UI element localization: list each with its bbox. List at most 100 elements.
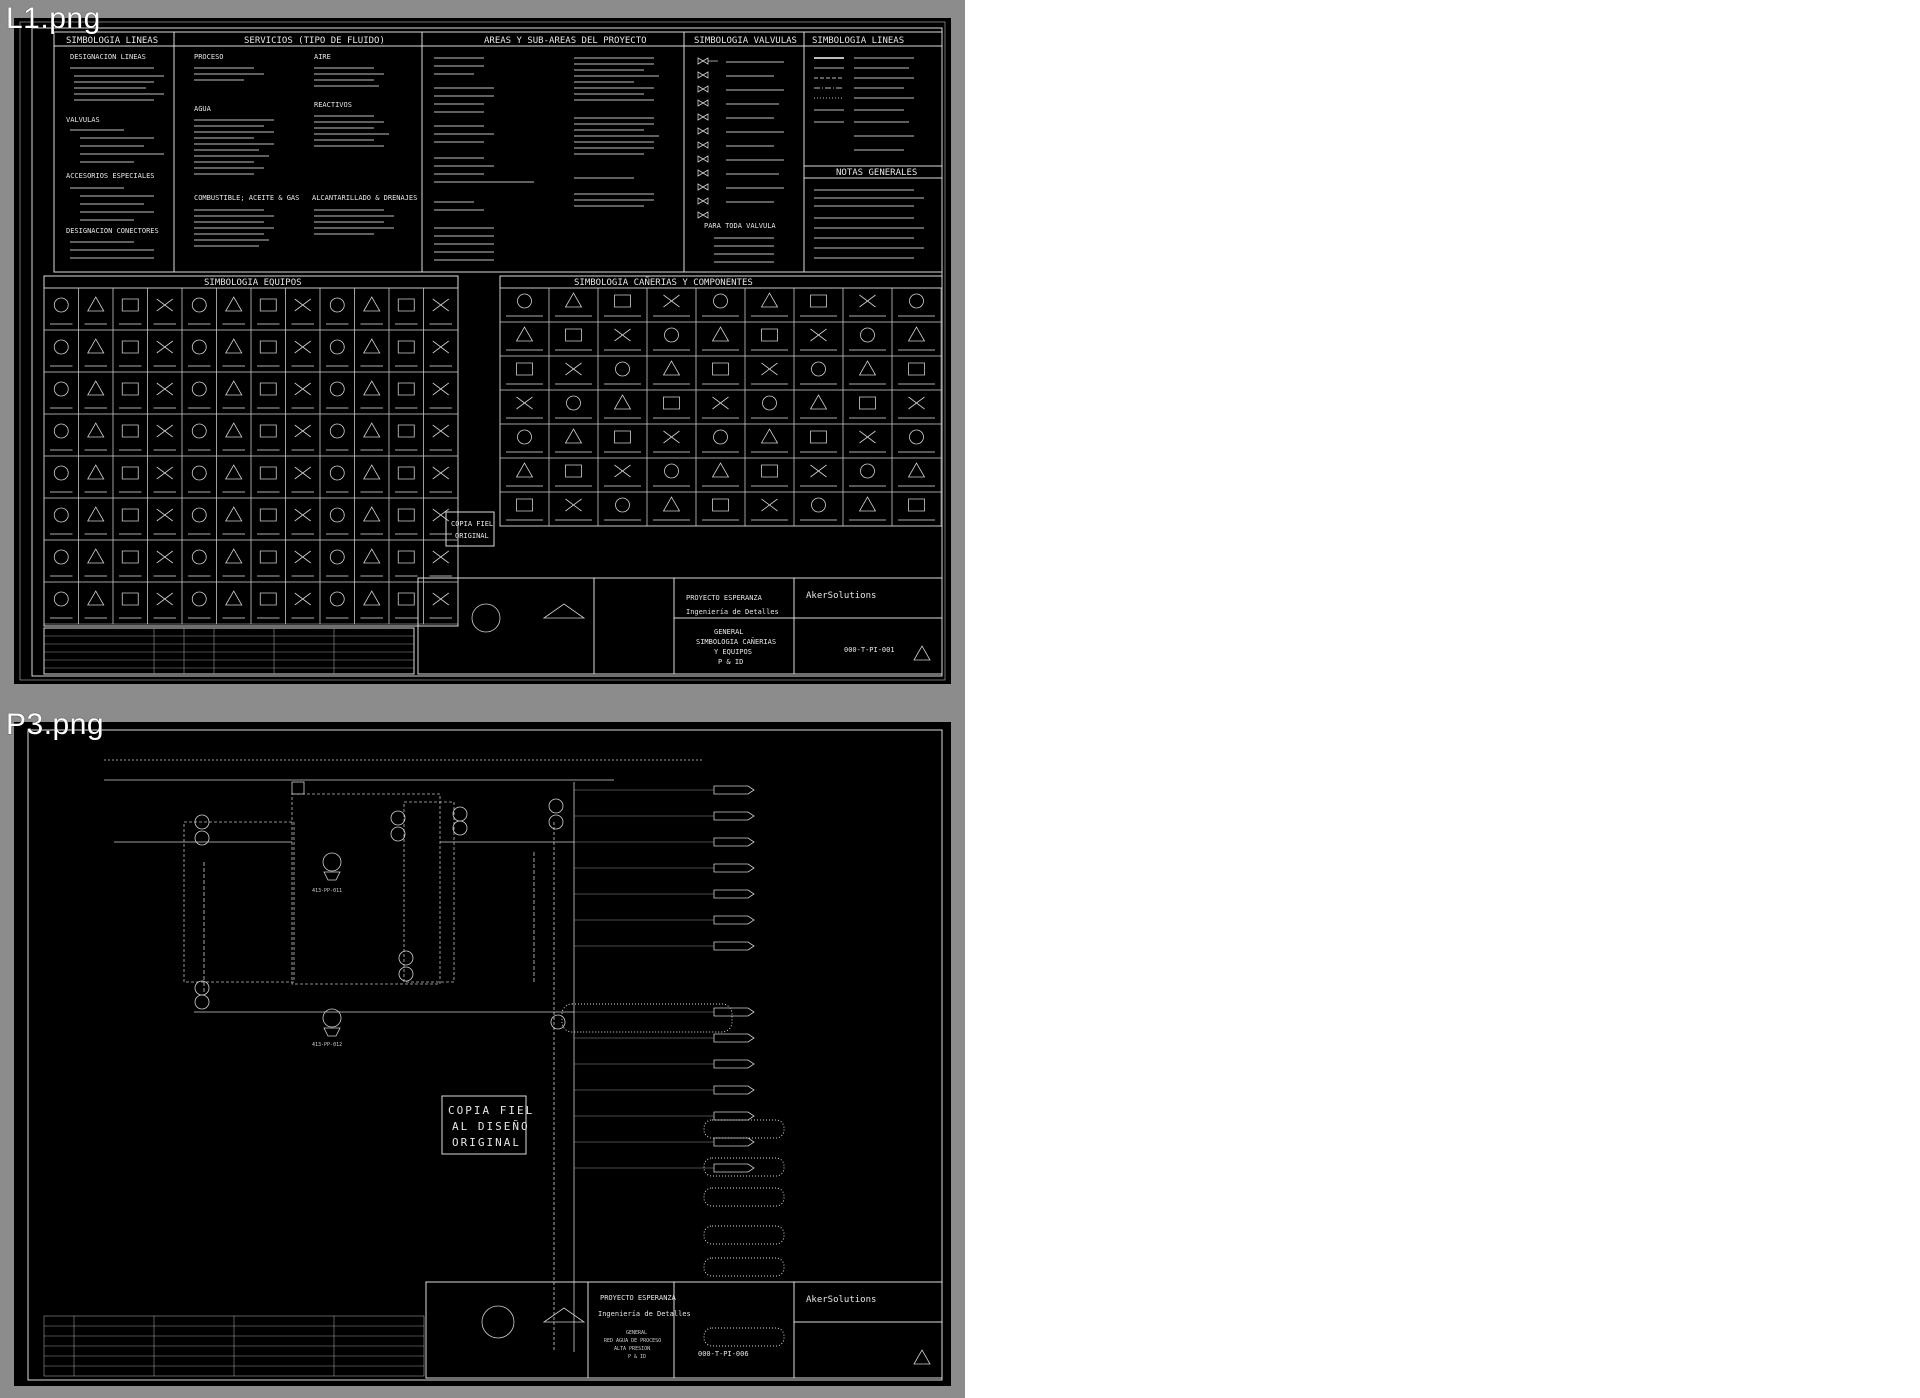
equipment-symbol-icon	[156, 592, 173, 606]
symbol-cell	[793, 457, 844, 493]
equipment-symbol-icon	[87, 380, 105, 396]
equipment-symbol-icon	[294, 550, 311, 564]
equipment-symbol-icon	[329, 423, 345, 439]
equipment-symbol-icon	[565, 498, 582, 512]
off-page-connector	[713, 1111, 755, 1121]
equipment-symbol-icon	[294, 592, 311, 606]
label-para-toda-valvula: PARA TODA VALVULA	[704, 222, 776, 230]
equipment-symbol-icon	[565, 328, 582, 342]
equipment-symbol-icon	[432, 382, 449, 396]
equipment-symbol-icon	[664, 463, 679, 479]
equipment-symbol-icon	[712, 396, 729, 410]
equipment-symbol-icon	[329, 507, 345, 523]
symbol-cell	[695, 423, 746, 459]
image-panel-l1[interactable]: L1.png SIMBOLOGIA LINEAS SERVICIOS (TIPO…	[0, 0, 965, 706]
symbol-cell	[695, 491, 746, 527]
equipment-symbol-icon	[858, 496, 877, 512]
symbol-cell	[793, 287, 844, 323]
symbol-cell	[695, 355, 746, 391]
off-page-connector	[713, 1059, 755, 1069]
copia-fiel-stamp-p3: COPIA FIEL AL DISEÑO ORIGINAL	[441, 1095, 532, 1155]
heading-simbologia-valvulas: SIMBOLOGIA VALVULAS	[694, 36, 797, 46]
equipment-symbol-icon	[191, 339, 207, 355]
equipment-symbol-icon	[761, 328, 778, 342]
drawing-number-p3: 000-T-PI-006	[698, 1350, 749, 1358]
symbol-cell	[548, 355, 599, 391]
equipment-symbol-icon	[762, 395, 777, 411]
symbol-cell	[695, 287, 746, 323]
panel-title-p3: P3.png	[6, 708, 105, 741]
symbol-cell	[646, 287, 697, 323]
equipment-symbol-icon	[121, 340, 139, 354]
symbol-cell	[646, 321, 697, 357]
equipment-symbol-icon	[225, 338, 243, 354]
symbol-cell	[499, 423, 550, 459]
drawing-sheet-l1: SIMBOLOGIA LINEAS SERVICIOS (TIPO DE FLU…	[14, 18, 951, 684]
equipment-symbol-icon	[259, 466, 277, 480]
equipment-symbol-icon	[432, 340, 449, 354]
equipment-symbol-icon	[397, 298, 415, 312]
equipment-symbol-icon	[712, 362, 729, 376]
equipment-symbol-icon	[259, 298, 277, 312]
equipment-symbol-icon	[363, 296, 381, 312]
equipment-symbol-icon	[432, 298, 449, 312]
equipment-symbol-icon	[87, 590, 105, 606]
equipment-symbol-icon	[663, 430, 680, 444]
svg-text:AL DISEÑO: AL DISEÑO	[452, 1120, 530, 1133]
equipment-symbol-icon	[156, 550, 173, 564]
equipment-symbol-icon	[516, 362, 533, 376]
equipment-symbol-icon	[121, 424, 139, 438]
equipment-symbol-icon	[711, 462, 730, 478]
image-panel-p3[interactable]: P3.png 413-PP-0	[0, 706, 965, 1398]
symbol-cell	[499, 355, 550, 391]
equipment-symbol-icon	[810, 464, 827, 478]
equipment-symbol-icon	[329, 339, 345, 355]
equipment-symbol-icon	[613, 394, 632, 410]
equipment-symbol-icon	[225, 590, 243, 606]
equipment-symbol-icon	[156, 382, 173, 396]
company-logo-l1: AkerSolutions	[806, 591, 876, 601]
equipment-symbol-icon	[363, 422, 381, 438]
symbol-cell	[891, 389, 942, 425]
symbol-cell	[499, 287, 550, 323]
equipment-symbol-icon	[811, 361, 826, 377]
equipment-symbol-icon	[858, 360, 877, 376]
equipment-symbol-icon	[363, 380, 381, 396]
equipment-symbol-icon	[259, 382, 277, 396]
equipment-symbol-icon	[564, 292, 583, 308]
symbol-cell	[793, 491, 844, 527]
equipment-symbol-icon	[397, 382, 415, 396]
equipment-symbol-icon	[614, 294, 631, 308]
equipment-symbol-icon	[908, 498, 925, 512]
equipment-symbol-icon	[191, 297, 207, 313]
drawing-l1: SIMBOLOGIA LINEAS SERVICIOS (TIPO DE FLU…	[19, 21, 946, 681]
equipment-symbol-icon	[432, 466, 449, 480]
equipment-symbol-icon	[712, 498, 729, 512]
equipment-symbol-icon	[615, 361, 630, 377]
equipment-symbol-icon	[515, 462, 534, 478]
equipment-symbol-icon	[663, 294, 680, 308]
equipment-symbol-icon	[329, 381, 345, 397]
title-desc-3-l1: P & ID	[718, 658, 743, 666]
equipment-symbol-icon	[397, 592, 415, 606]
equipment-symbol-icon	[614, 430, 631, 444]
equipment-symbol-icon	[432, 592, 449, 606]
equipment-symbol-icon	[811, 497, 826, 513]
equipment-symbol-icon	[761, 498, 778, 512]
equipment-symbol-icon	[87, 506, 105, 522]
symbol-cell	[646, 457, 697, 493]
symbol-cell	[597, 423, 648, 459]
off-page-connector	[713, 1085, 755, 1095]
equipment-symbol-icon	[53, 339, 69, 355]
equipment-symbol-icon	[294, 424, 311, 438]
off-page-connector	[713, 1137, 755, 1147]
equipment-symbol-icon	[191, 549, 207, 565]
equipment-symbol-icon	[662, 496, 681, 512]
svg-text:ORIGINAL: ORIGINAL	[452, 1136, 521, 1149]
equipment-symbol-icon	[191, 381, 207, 397]
symbol-cell	[499, 389, 550, 425]
symbol-cell	[744, 389, 795, 425]
equipment-symbol-icon	[363, 548, 381, 564]
equipment-symbol-icon	[294, 466, 311, 480]
pump-413-pp-012: 413-PP-012	[312, 1008, 342, 1048]
